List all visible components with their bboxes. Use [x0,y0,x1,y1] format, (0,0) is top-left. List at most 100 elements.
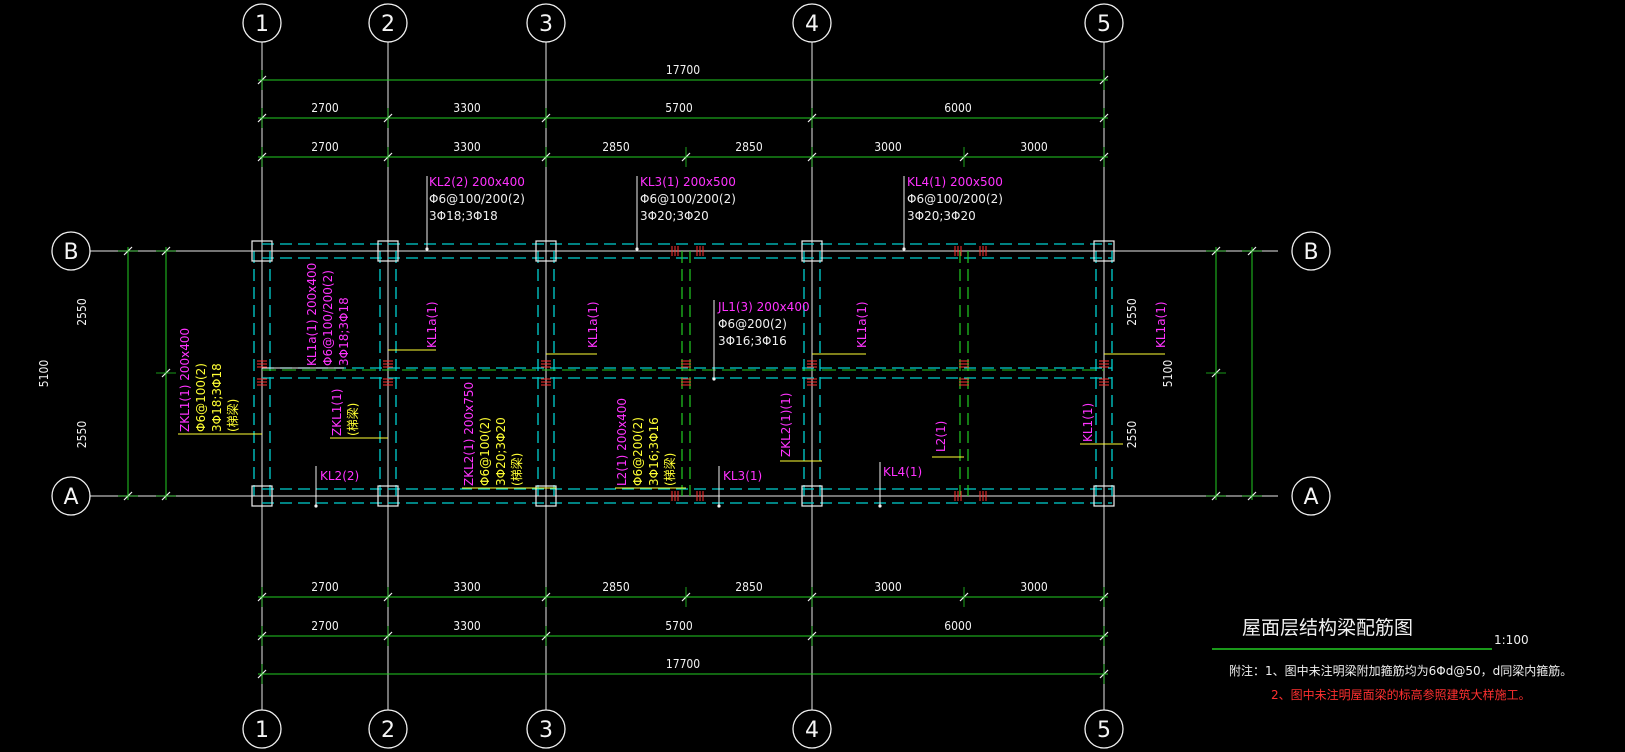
axis-bubble-bottom-3-label: 3 [539,718,553,743]
jl1-stirrup: Φ6@200(2) [718,317,787,331]
dim-bot-bays-label: 3300 [453,619,481,633]
kl1a1-detail-line-0: KL1a(1) 200x400 [305,263,319,366]
kl4-top-bars: 3Φ20;3Φ20 [907,209,976,223]
dim-right-parts-label: 2550 [1125,421,1139,449]
dim-bot-bays-label: 5700 [665,619,693,633]
kl1a1-detail-line-1: Φ6@100/200(2) [321,270,335,366]
axis-bubble-bottom-4-label: 4 [805,718,819,743]
zkl2-detail-line-1: Φ6@100(2) [478,417,492,486]
kl4-bottom-label: KL4(1) [883,465,922,479]
dim-bot-sub-label: 2850 [735,580,763,594]
axis-bubble-bottom-2 [368,709,408,749]
kl3-top-stirrup: Φ6@100/200(2) [640,192,736,206]
axis-bubble-top-2-label: 2 [381,12,395,37]
leader-dot [712,377,716,381]
l2-detail-line-0: L2(1) 200x400 [615,398,629,486]
kl1a1-2-line-0: KL1a(1) [425,301,439,348]
l2-detail-line-1: Φ6@200(2) [631,417,645,486]
leader-dot [878,504,882,508]
note-line-2: 2、图中未注明屋面梁的标高参照建筑大样施工。 [1271,687,1531,702]
axis-bubble-bottom-3 [526,709,566,749]
axis-bubble-top-4 [792,3,832,43]
dim-top-sub-label: 2850 [602,140,630,154]
dim-right-parts-label: 2550 [1125,298,1139,326]
dim-left-total-label: 5100 [37,360,51,388]
jl1-bars: 3Φ16;3Φ16 [718,334,787,348]
dim-bot-bays-label: 2700 [311,619,339,633]
dim-top-total-label: 17700 [666,63,700,77]
dim-top-sub-label: 3000 [874,140,902,154]
axis-bubble-bottom-4 [792,709,832,749]
grid-lines [88,42,1278,710]
zkl2-detail-line-0: ZKL2(1) 200x750 [462,382,476,486]
l2-detail-line-2: 3Φ16;3Φ16 [647,417,661,486]
axis-bubble-top-5 [1084,3,1124,43]
kl4-top-name: KL4(1) 200x500 [907,175,1003,189]
kl2-top-name: KL2(2) 200x400 [429,175,525,189]
axis-bubble-right-A [1291,476,1331,516]
dim-bot-bays-label: 6000 [944,619,972,633]
kl4-top-stirrup: Φ6@100/200(2) [907,192,1003,206]
axis-bubble-left-B-label: B [63,240,78,265]
dim-right-total-label: 5100 [1161,360,1175,388]
axis-bubble-left-A-label: A [63,485,78,510]
zkl1-detail-line-2: 3Φ18;3Φ18 [210,363,224,432]
kl3-bottom-label: KL3(1) [723,469,762,483]
zkl1-detail-line-1: Φ6@100(2) [194,363,208,432]
dim-top-sub-label: 3000 [1020,140,1048,154]
kl2-top-bars: 3Φ18;3Φ18 [429,209,498,223]
kl3-top-name: KL3(1) 200x500 [640,175,736,189]
kl1a1-4-line-0: KL1a(1) [855,301,869,348]
axis-bubble-top-3-label: 3 [539,12,553,37]
zkl2-detail-line-3: (梯梁) [509,453,524,486]
dim-top-bays-label: 5700 [665,101,693,115]
note-line-1: 附注：1、图中未注明梁附加箍筋均为6Φd@50，d同梁内箍筋。 [1229,663,1572,678]
dim-left-parts-label: 2550 [75,298,89,326]
dim-bot-sub-label: 2700 [311,580,339,594]
beam-labels: KL2(2) 200x400Φ6@100/200(2)3Φ18;3Φ18KL3(… [178,175,1168,508]
axis-bubble-bottom-1 [242,709,282,749]
zkl1-line-1: (梯梁) [345,403,360,436]
axis-bubble-right-B-label: B [1303,240,1318,265]
dim-top-bays-label: 2700 [311,101,339,115]
dim-bot-sub-label: 3000 [874,580,902,594]
zkl1-detail-line-3: (梯梁) [225,399,240,432]
dimension-lines: 17700 2700 3300 5700 6000 2700 3300 2850 2850 300… [37,63,1262,684]
kl1a1-3-line-0: KL1a(1) [586,301,600,348]
axis-bubble-left-B [51,231,91,271]
beam-outlines [251,240,1115,507]
zkl1-line-0: ZKL1(1) [330,389,344,436]
axis-bubble-top-4-label: 4 [805,12,819,37]
l2-detail-line-3: (梯梁) [662,453,677,486]
zkl1-detail-line-0: ZKL1(1) 200x400 [178,328,192,432]
leader-dot [635,247,639,251]
kl2-top-stirrup: Φ6@100/200(2) [429,192,525,206]
dim-top-sub-label: 3300 [453,140,481,154]
dim-top-bays-label: 3300 [453,101,481,115]
dim-bot-sub-label: 3300 [453,580,481,594]
jl1-name: JL1(3) 200x400 [717,300,810,314]
axis-bubble-bottom-5 [1084,709,1124,749]
axis-bubble-top-2 [368,3,408,43]
kl1-right-line-0: KL1(1) [1081,403,1095,442]
l2-right-line-0: L2(1) [934,421,948,452]
axis-bubble-left-A [51,476,91,516]
dim-bot-sub-label: 3000 [1020,580,1048,594]
axis-bubble-bottom-1-label: 1 [255,718,269,743]
axis-bubble-top-5-label: 5 [1097,12,1111,37]
axis-bubble-top-3 [526,3,566,43]
axis-bubble-bottom-5-label: 5 [1097,718,1111,743]
dim-bot-total-label: 17700 [666,657,700,671]
axis-bubble-right-B [1291,231,1331,271]
leader-dot [425,247,429,251]
kl3-top-bars: 3Φ20;3Φ20 [640,209,709,223]
axis-bubble-right-A-label: A [1303,485,1318,510]
dim-bot-sub-label: 2850 [602,580,630,594]
axis-bubble-bottom-2-label: 2 [381,718,395,743]
dim-top-bays-label: 6000 [944,101,972,115]
zkl2-detail-line-2: 3Φ20;3Φ20 [494,417,508,486]
title-block: 屋面层结构梁配筋图 1:100 附注：1、图中未注明梁附加箍筋均为6Φd@50，… [1212,617,1572,702]
kl1a1-5-line-0: KL1a(1) [1154,301,1168,348]
leader-dot [902,247,906,251]
dim-top-sub-label: 2850 [735,140,763,154]
